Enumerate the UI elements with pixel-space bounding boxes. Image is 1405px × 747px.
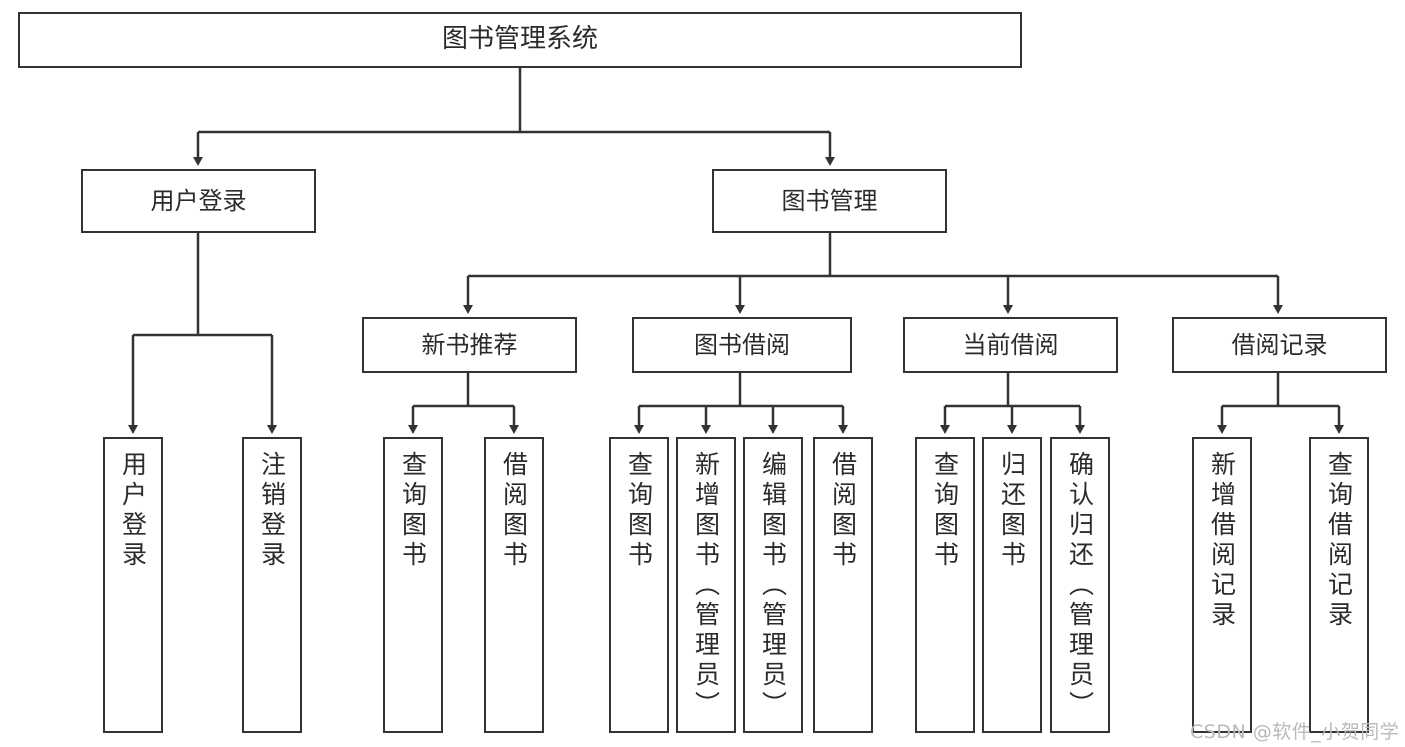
node-label: 用户登录 — [118, 451, 148, 571]
leaf-record-query-record[interactable]: 查询借阅记录 — [1309, 437, 1369, 733]
node-user-login[interactable]: 用户登录 — [81, 169, 316, 233]
node-label: 查询图书 — [930, 451, 960, 571]
leaf-recommend-borrow-book[interactable]: 借阅图书 — [484, 437, 544, 733]
node-label: 图书管理 — [781, 186, 878, 215]
node-label: 查询借阅记录 — [1324, 451, 1354, 631]
leaf-user-login-logout[interactable]: 注销登录 — [242, 437, 302, 733]
node-label: 新书推荐 — [421, 330, 518, 359]
node-label: 当前借阅 — [962, 330, 1059, 359]
node-label: 借阅记录 — [1231, 330, 1328, 359]
node-label: 查询图书 — [398, 451, 428, 571]
leaf-record-add-record[interactable]: 新增借阅记录 — [1192, 437, 1252, 733]
leaf-user-login-login[interactable]: 用户登录 — [103, 437, 163, 733]
node-borrow-record[interactable]: 借阅记录 — [1172, 317, 1387, 373]
leaf-borrow-query-book[interactable]: 查询图书 — [609, 437, 669, 733]
node-label: 新增借阅记录 — [1207, 451, 1237, 631]
node-label: 确认归还（管理员） — [1065, 451, 1095, 721]
node-label: 借阅图书 — [828, 451, 858, 571]
leaf-current-query-book[interactable]: 查询图书 — [915, 437, 975, 733]
node-label: 新增图书（管理员） — [691, 451, 721, 721]
leaf-current-confirm-return-admin[interactable]: 确认归还（管理员） — [1050, 437, 1110, 733]
node-label: 图书管理系统 — [441, 24, 598, 55]
leaf-current-return-book[interactable]: 归还图书 — [982, 437, 1042, 733]
leaf-borrow-borrow-book[interactable]: 借阅图书 — [813, 437, 873, 733]
node-label: 注销登录 — [257, 451, 287, 571]
node-book-borrow[interactable]: 图书借阅 — [632, 317, 852, 373]
node-root-system[interactable]: 图书管理系统 — [18, 12, 1022, 68]
node-label: 图书借阅 — [694, 330, 790, 359]
node-new-book-recommend[interactable]: 新书推荐 — [362, 317, 577, 373]
node-label: 借阅图书 — [499, 451, 529, 571]
leaf-recommend-query-book[interactable]: 查询图书 — [383, 437, 443, 733]
csdn-watermark: CSDN @软件_小贺同学 — [1190, 721, 1400, 743]
node-current-borrow[interactable]: 当前借阅 — [903, 317, 1118, 373]
node-label: 归还图书 — [997, 451, 1027, 571]
node-book-management[interactable]: 图书管理 — [712, 169, 947, 233]
node-label: 用户登录 — [150, 186, 247, 215]
node-label: 编辑图书（管理员） — [758, 451, 788, 721]
leaf-borrow-edit-book-admin[interactable]: 编辑图书（管理员） — [743, 437, 803, 733]
node-label: 查询图书 — [624, 451, 654, 571]
leaf-borrow-add-book-admin[interactable]: 新增图书（管理员） — [676, 437, 736, 733]
